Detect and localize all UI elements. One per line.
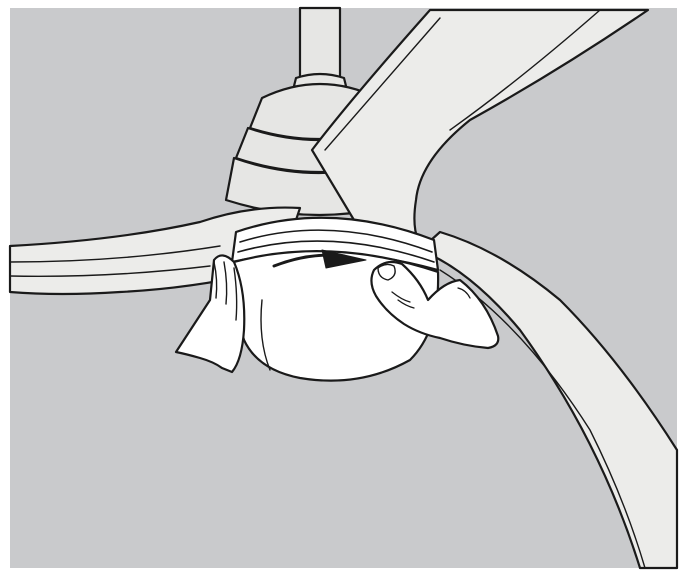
downrod — [300, 8, 340, 78]
